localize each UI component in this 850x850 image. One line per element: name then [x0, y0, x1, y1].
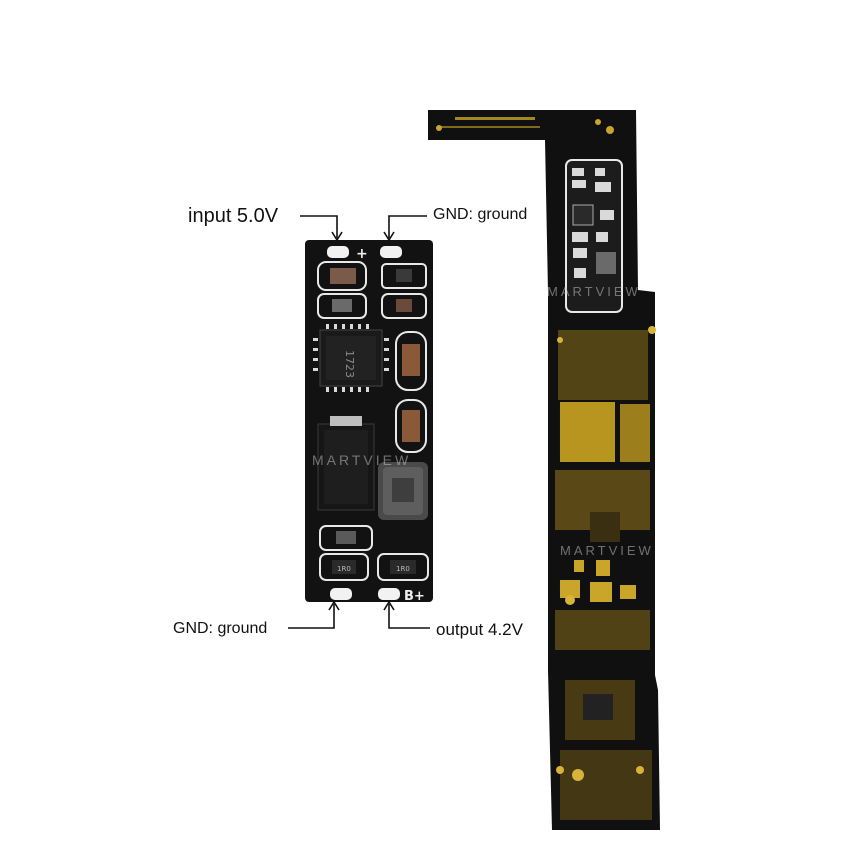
input-pad	[327, 246, 349, 258]
watermark: MARTVIEW MARTVIEW MARTVIEW	[312, 284, 654, 558]
gnd-top-label: GND: ground	[433, 206, 528, 223]
callout-arrows	[288, 215, 430, 629]
svg-text:MARTVIEW: MARTVIEW	[312, 452, 411, 468]
svg-text:MARTVIEW: MARTVIEW	[560, 543, 654, 558]
svg-text:1R0: 1R0	[396, 565, 410, 573]
logic-board	[428, 110, 660, 830]
gnd-top-pad	[380, 246, 402, 258]
input-voltage-label: input 5.0V	[188, 205, 279, 227]
svg-text:MARTVIEW: MARTVIEW	[547, 284, 641, 299]
output-pad	[378, 588, 400, 600]
output-voltage-label: output 4.2V	[436, 620, 523, 639]
svg-text:1723: 1723	[343, 350, 356, 378]
svg-text:1R0: 1R0	[337, 565, 351, 573]
gnd-bottom-label: GND: ground	[173, 620, 268, 637]
plus-mark: +	[356, 246, 368, 262]
controller-chip: 1723	[319, 329, 383, 387]
charging-module: + 1723	[305, 240, 433, 604]
inductor	[378, 462, 428, 520]
b-plus-mark: B+	[404, 589, 425, 604]
gnd-bottom-pad	[330, 588, 352, 600]
